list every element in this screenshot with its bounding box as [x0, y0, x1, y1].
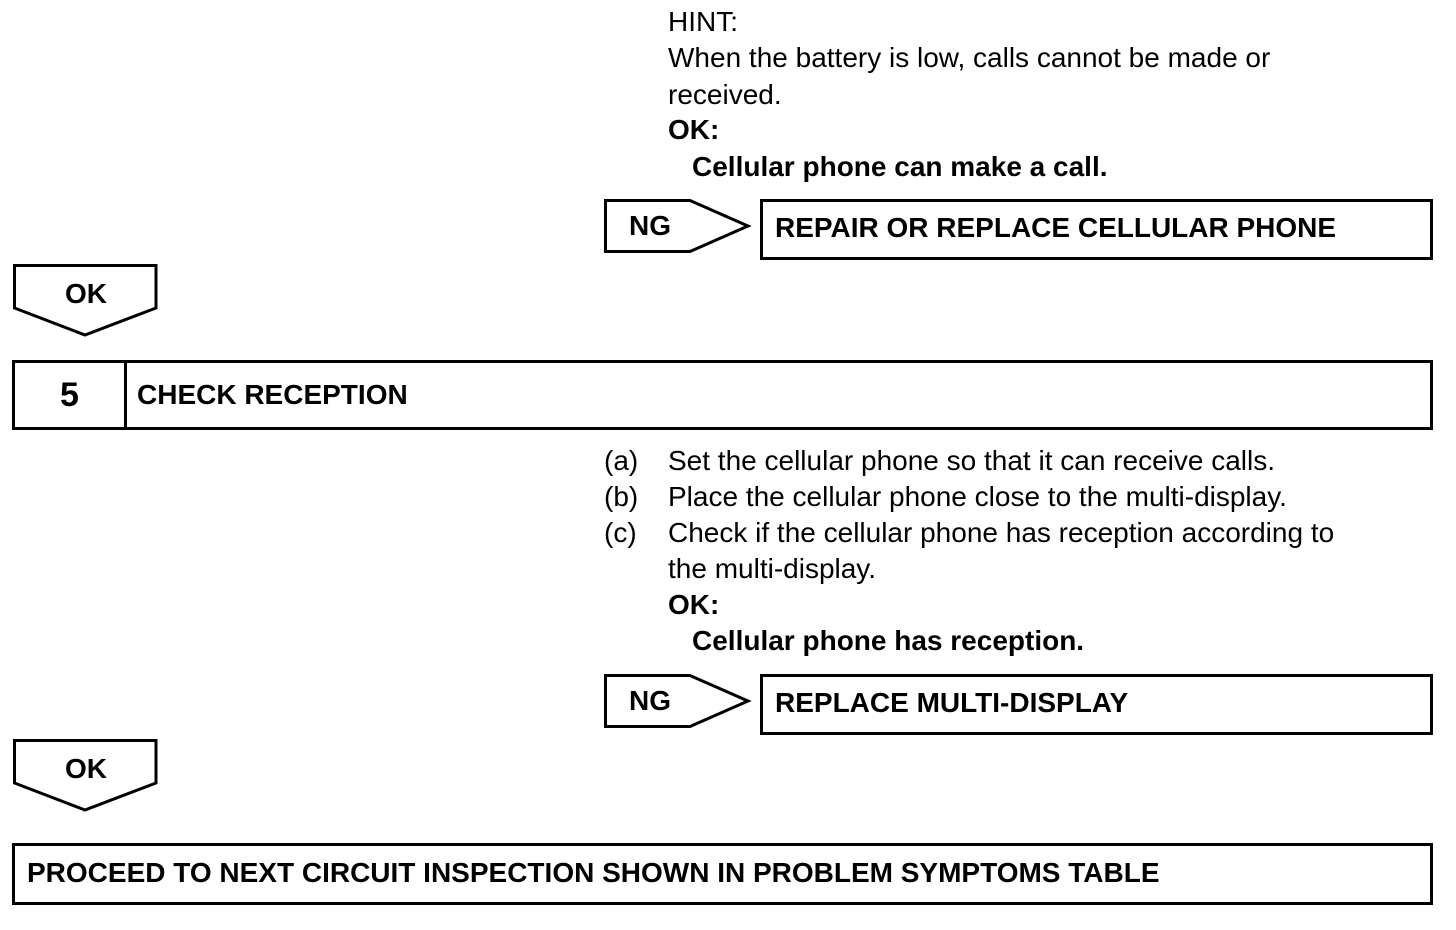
ng-action-text: REPAIR OR REPLACE CELLULAR PHONE: [775, 212, 1337, 243]
ng-action-box-1: REPAIR OR REPLACE CELLULAR PHONE: [760, 199, 1433, 260]
ok-criteria-text: Cellular phone can make a call.: [692, 151, 1108, 182]
ng-action-box-2: REPLACE MULTI-DISPLAY: [760, 674, 1433, 735]
step-header: 5 CHECK RECEPTION: [12, 360, 1433, 430]
final-instruction-text: PROCEED TO NEXT CIRCUIT INSPECTION SHOWN…: [27, 857, 1160, 888]
step-divider: [124, 363, 127, 427]
item-marker-b: (b): [604, 481, 639, 512]
ok-arrow-shape: [13, 739, 158, 812]
item-text-a: Set the cellular phone so that it can re…: [668, 445, 1276, 476]
step-number: 5: [60, 376, 79, 414]
item-marker-a: (a): [604, 445, 639, 476]
ng-badge-label: NG: [629, 210, 671, 241]
ok-criteria-label: OK:: [668, 114, 720, 145]
ok-arrow-shape: [13, 264, 158, 337]
ng-action-text: REPLACE MULTI-DISPLAY: [775, 687, 1129, 718]
step-title: CHECK RECEPTION: [137, 379, 408, 410]
ok-criteria-text: Cellular phone has reception.: [692, 625, 1085, 656]
item-marker-c: (c): [604, 517, 637, 548]
ng-arrow-shape: [604, 199, 752, 253]
ok-arrow-label: OK: [65, 753, 107, 784]
ng-arrow-shape: [604, 674, 752, 728]
item-text-c-continued: the multi-display.: [668, 553, 877, 584]
hint-title: HINT:: [668, 6, 738, 37]
ng-badge-label: NG: [629, 685, 671, 716]
hint-line-2: received.: [668, 79, 782, 110]
item-text-b: Place the cellular phone close to the mu…: [668, 481, 1287, 512]
item-text-c: Check if the cellular phone has receptio…: [668, 517, 1335, 548]
final-instruction-box: PROCEED TO NEXT CIRCUIT INSPECTION SHOWN…: [12, 843, 1433, 905]
hint-line-1: When the battery is low, calls cannot be…: [668, 42, 1271, 73]
ok-arrow-label: OK: [65, 278, 107, 309]
ok-criteria-label: OK:: [668, 589, 720, 620]
